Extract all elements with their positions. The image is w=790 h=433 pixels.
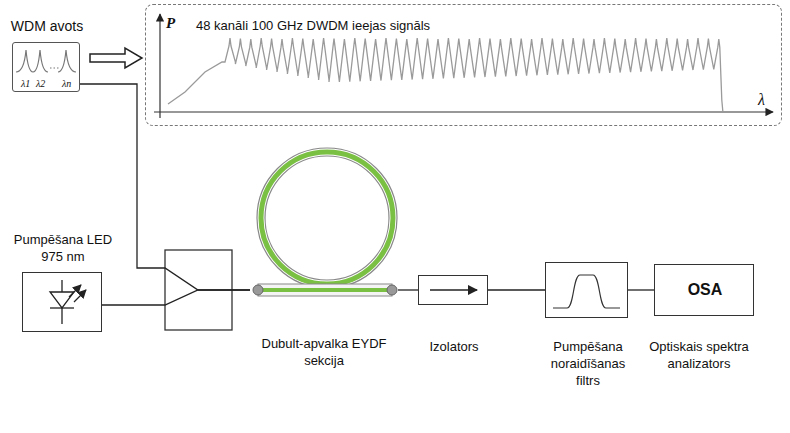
wavelength-label: λ1	[21, 75, 30, 92]
spectrum-trace	[168, 38, 723, 111]
filter-box: Pumpēšana noraidīšanas filtrs	[545, 262, 628, 318]
fiber-link	[628, 289, 654, 290]
spectrum-axes	[154, 14, 773, 118]
isolator-box: Izolators	[418, 275, 488, 305]
node-heading: Dubult-apvalka EYDF sekcija	[249, 335, 399, 369]
pump-led-box: Pumpēšana LED 975 nm	[22, 272, 102, 332]
led-symbol	[50, 280, 86, 324]
spectrum-panel: 48 kanāli 100 GHz DWDM ieejas signāls Pλ	[145, 4, 782, 126]
osa-box: OSAOptiskais spektra analizators	[654, 264, 754, 316]
axis-label: λ	[758, 91, 765, 108]
block-arrow	[90, 48, 142, 68]
wdm-peaks	[16, 50, 76, 72]
node-heading: Izolators	[409, 338, 499, 355]
node-heading: Pumpēšana noraidīšanas filtrs	[538, 338, 638, 389]
node-heading: Optiskais spektra analizators	[649, 338, 749, 372]
wdm-source-box: WDM avotsλ1λ2λn	[12, 42, 80, 92]
fiber-link	[488, 289, 545, 290]
wavelength-label: λ2	[36, 75, 45, 92]
spectrum-title: 48 kanāli 100 GHz DWDM ieejas signāls	[196, 17, 430, 34]
spectrum-trace	[168, 38, 723, 111]
node-heading: Pumpēšana LED 975 nm	[8, 231, 118, 265]
fiber-node: Dubult-apvalka EYDF sekcija	[250, 280, 398, 300]
fiber-coil	[257, 148, 397, 288]
fiber-section	[253, 284, 397, 296]
fiber-link	[102, 290, 250, 305]
fiber-link	[80, 84, 250, 290]
bandpass-symbol	[553, 275, 620, 308]
connectors	[80, 48, 654, 305]
node-heading: WDM avots	[3, 18, 91, 35]
fiber-link	[398, 289, 418, 290]
box-label: OSA	[661, 281, 749, 298]
isolator-arrow	[430, 289, 477, 291]
axis-label: P	[166, 15, 175, 32]
wavelength-label: λn	[62, 75, 71, 92]
